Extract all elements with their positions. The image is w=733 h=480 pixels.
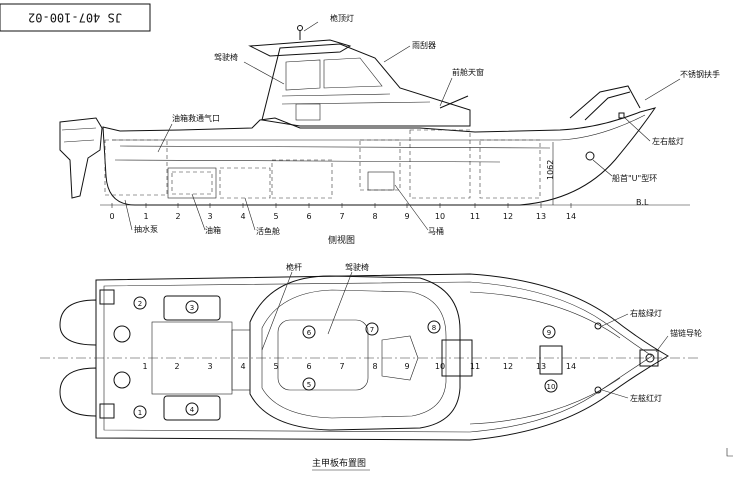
plan-station-number: 13 [536, 362, 546, 371]
side-station-number: 8 [372, 212, 377, 221]
label-port-green: 右舷绿灯 [630, 308, 662, 318]
circled-marker-number: 5 [307, 381, 311, 389]
label-fuel-tank: 油箱 [205, 225, 221, 235]
side-station-number: 12 [503, 212, 513, 221]
side-station-number: 5 [273, 212, 278, 221]
plan-view-title: 主甲板布置图 [312, 457, 366, 469]
circled-marker-number: 3 [190, 304, 194, 312]
side-station-number: 1 [143, 212, 148, 221]
circled-marker [185, 402, 199, 416]
plan-station-number: 1 [142, 362, 147, 371]
side-station-number: 13 [536, 212, 546, 221]
side-station-number: 0 [109, 212, 114, 221]
label-handrail: 不锈钢扶手 [680, 69, 720, 79]
circled-marker [302, 377, 316, 391]
label-nav-light: 左右舷灯 [652, 136, 684, 146]
label-mast: 桅杆 [286, 262, 302, 272]
circled-marker-number: 10 [547, 383, 556, 391]
plan-station-number: 8 [372, 362, 377, 371]
side-station-number: 9 [404, 212, 409, 221]
plan-station-number: 2 [174, 362, 179, 371]
label-top-light: 桅顶灯 [330, 13, 354, 23]
label-live-well: 活鱼舱 [256, 226, 280, 236]
circled-marker-number: 8 [432, 324, 436, 332]
circled-marker-number: 1 [138, 409, 142, 417]
circled-marker [542, 325, 556, 339]
side-station-number: 2 [175, 212, 180, 221]
circled-marker [133, 296, 147, 310]
side-station-number: 7 [339, 212, 344, 221]
plan-station-number: 5 [273, 362, 278, 371]
plan-station-number: 4 [240, 362, 245, 371]
circled-marker-number: 4 [190, 406, 195, 414]
side-view-title: 侧视图 [328, 234, 355, 246]
plan-station-number: 3 [207, 362, 212, 371]
circled-marker-number: 7 [370, 326, 374, 334]
circled-marker [544, 379, 558, 393]
circled-marker-number: 2 [138, 300, 142, 308]
baseline-label: B.L [636, 198, 649, 207]
label-sunroof: 前舱天窗 [452, 67, 484, 77]
plan-station-number: 12 [503, 362, 513, 371]
circled-marker [427, 320, 441, 334]
side-station-number: 11 [470, 212, 480, 221]
plan-station-number: 11 [470, 362, 480, 371]
label-plan-helm-seat: 驾驶椅 [345, 262, 369, 272]
circled-marker [185, 300, 199, 314]
side-station-number: 14 [566, 212, 576, 221]
circled-marker-number: 9 [547, 329, 551, 337]
side-station-number: 3 [207, 212, 212, 221]
label-toilet: 马桶 [428, 226, 444, 236]
label-wiper: 雨刮器 [412, 40, 436, 50]
plan-station-number: 7 [339, 362, 344, 371]
label-u-ring: 船首"U"型环 [612, 173, 657, 183]
label-bilge-pump: 抽水泵 [134, 224, 158, 234]
drawing-number-block: JS 407-100-02 [0, 3, 151, 32]
side-station-number: 4 [240, 212, 245, 221]
circled-marker [302, 325, 316, 339]
side-station-number: 6 [306, 212, 311, 221]
drawing-number: JS 407-100-02 [28, 11, 122, 25]
plan-station-number: 14 [566, 362, 576, 371]
circled-marker-number: 6 [307, 329, 312, 337]
plan-station-number: 9 [404, 362, 409, 371]
plan-station-number: 6 [306, 362, 311, 371]
label-helm-seat: 驾驶椅 [214, 52, 238, 62]
dimension-label: 1062 [546, 160, 555, 180]
side-station-number: 10 [435, 212, 445, 221]
label-port-red: 左舷红灯 [630, 393, 662, 403]
circled-marker [365, 322, 379, 336]
label-anchor-roller: 锚链导轮 [670, 328, 702, 338]
circled-marker [133, 405, 147, 419]
label-fuel-vent: 油箱救通气口 [172, 113, 220, 123]
plan-station-number: 10 [435, 362, 445, 371]
